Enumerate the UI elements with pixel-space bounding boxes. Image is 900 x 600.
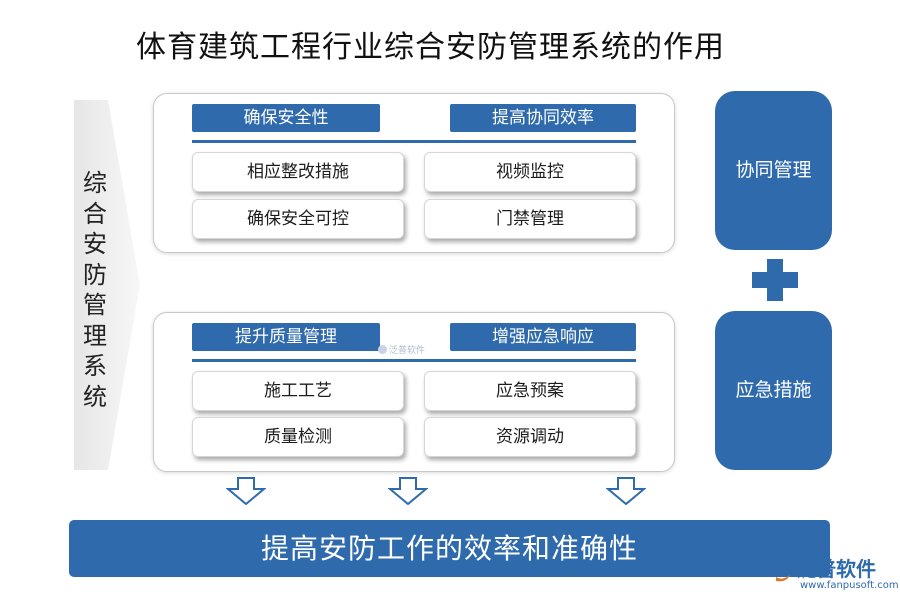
- left-label-char: 综: [83, 169, 107, 197]
- watermark-text: 泛普软件: [389, 346, 426, 356]
- box-collaborative-management: 协同管理: [715, 91, 832, 250]
- card-safety-control: 确保安全可控: [192, 199, 404, 239]
- box-emergency-measures: 应急措施: [715, 311, 832, 470]
- card-emergency-plan: 应急预案: [424, 371, 636, 411]
- left-label-char: 系: [83, 352, 107, 380]
- down-arrow-icon: [226, 477, 266, 505]
- conclusion-bar: 提高安防工作的效率和准确性: [69, 520, 830, 577]
- page-title: 体育建筑工程行业综合安防管理系统的作用: [136, 30, 725, 65]
- left-label-char: 合: [83, 199, 107, 228]
- left-label-char: 理: [83, 321, 107, 350]
- plus-icon: [752, 259, 798, 301]
- card-quality-inspection: 质量检测: [192, 417, 404, 457]
- brand-logo: 泛普软件 www.fanpusoft.com: [760, 553, 899, 597]
- left-label-char: 防: [83, 260, 107, 289]
- logo-name: 泛普软件: [796, 557, 876, 581]
- panel-safety-collab: 确保安全性 提高协同效率 相应整改措施 视频监控 确保安全可控 门禁管理: [153, 93, 675, 253]
- header-improve-efficiency: 提高协同效率: [450, 104, 636, 132]
- header-emergency-response: 增强应急响应: [450, 323, 636, 351]
- watermark-logo-icon: [378, 345, 387, 354]
- left-vertical-label: 综 合 安 防 管 理 系 统: [78, 168, 112, 412]
- down-arrow-icon: [388, 477, 428, 505]
- left-label-char: 管: [83, 291, 107, 319]
- header-divider: [192, 140, 636, 143]
- header-divider: [192, 359, 636, 362]
- left-arrow-shape: [74, 100, 140, 470]
- panel-quality-emergency: 提升质量管理 增强应急响应 泛普软件 施工工艺 应急预案 质量检测 资源调动: [153, 312, 675, 472]
- down-arrow-icon: [606, 477, 646, 505]
- left-label-char: 统: [83, 382, 107, 411]
- logo-mark-icon: [769, 559, 792, 582]
- header-ensure-safety: 确保安全性: [192, 104, 380, 132]
- watermark: 泛普软件: [378, 343, 425, 356]
- header-quality-management: 提升质量管理: [192, 323, 380, 351]
- logo-url: www.fanpusoft.com: [800, 580, 899, 591]
- left-label-char: 安: [83, 230, 107, 258]
- card-rectification: 相应整改措施: [192, 152, 404, 192]
- card-resource-dispatch: 资源调动: [424, 417, 636, 457]
- card-video-monitoring: 视频监控: [424, 152, 636, 192]
- card-construction-process: 施工工艺: [192, 371, 404, 411]
- card-access-control: 门禁管理: [424, 199, 636, 239]
